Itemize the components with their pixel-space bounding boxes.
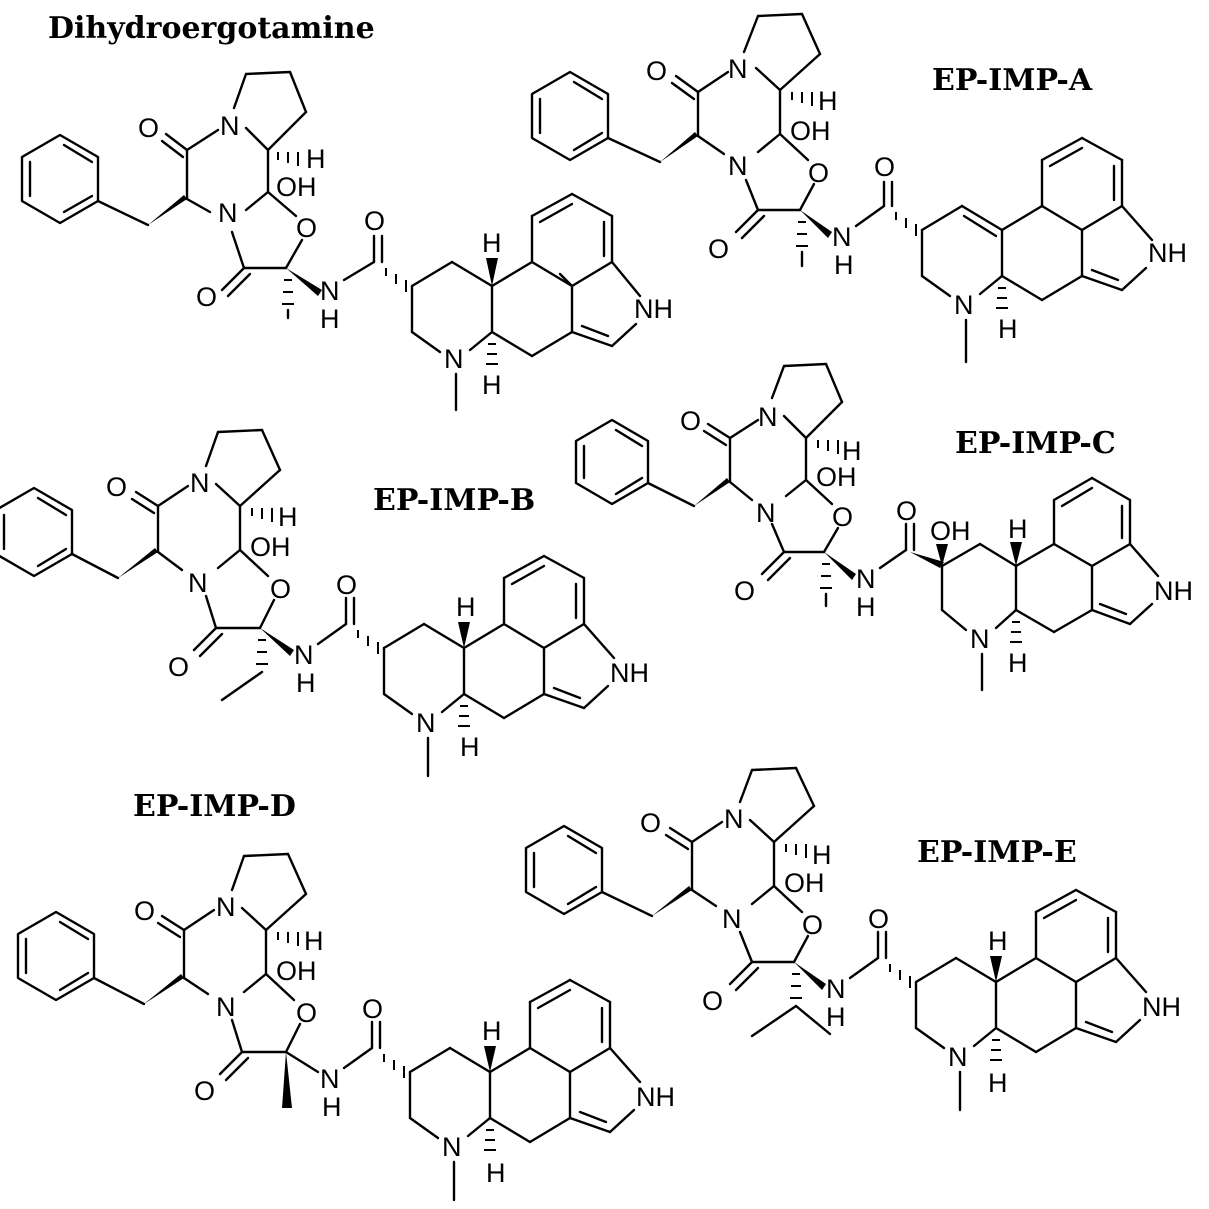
atom-n-b-3: N <box>294 640 314 670</box>
atom-o-a-1: O <box>646 56 667 86</box>
atom-h-e-2: H <box>826 1002 846 1032</box>
atom-h-a-2: H <box>834 250 854 280</box>
atom-n-d-1: N <box>216 892 236 922</box>
structure-dihydroergotamine: O N N H OH O O N H O <box>20 70 673 412</box>
atom-h-e-1: H <box>812 840 832 870</box>
atom-nh-b-1: NH <box>610 658 649 688</box>
atom-o-b-2: O <box>270 574 291 604</box>
atom-n-dhe-4: N <box>444 344 464 374</box>
atom-oh-c-2: OH <box>930 516 971 546</box>
atom-n-e-1: N <box>724 804 744 834</box>
atom-h-dhe-2: H <box>320 304 340 334</box>
atom-n-a-4: N <box>954 290 974 320</box>
atom-o-a-4: O <box>874 152 895 182</box>
atom-oh-b-1: OH <box>250 532 291 562</box>
structure-ep-imp-e: O N N H OH O O N H O <box>524 766 1181 1112</box>
atom-o-a-2: O <box>808 158 829 188</box>
atom-n-dhe-1: N <box>220 111 240 141</box>
label-ep-imp-c: EP-IMP-C <box>955 426 1116 461</box>
atom-h-dhe-4: H <box>482 370 502 400</box>
atom-n-e-3: N <box>826 974 846 1004</box>
atom-o-dhe-1: O <box>138 113 159 143</box>
atom-nh-d-1: NH <box>636 1082 675 1112</box>
atom-h-d-1: H <box>304 926 324 956</box>
atom-n-d-4: N <box>442 1132 462 1162</box>
atom-o-c-4: O <box>896 496 917 526</box>
atom-o-e-3: O <box>702 986 723 1016</box>
atom-n-d-2: N <box>216 992 236 1022</box>
atom-o-e-2: O <box>802 910 823 940</box>
atom-n-c-1: N <box>758 402 778 432</box>
atom-n-c-2: N <box>756 498 776 528</box>
atom-h-b-3: H <box>456 592 476 622</box>
atom-h-c-4: H <box>1008 648 1028 678</box>
atom-nh-e-1: NH <box>1142 992 1181 1022</box>
atom-n-e-4: N <box>948 1042 968 1072</box>
atom-o-d-4: O <box>362 994 383 1024</box>
structure-ep-imp-b: O N N H OH O O N H O <box>0 428 649 778</box>
atom-n-b-1: N <box>190 468 210 498</box>
atom-nh-c-1: NH <box>1154 576 1193 606</box>
structure-ep-imp-a: O N N H OH O O N H O <box>530 12 1187 364</box>
atom-o-e-1: O <box>640 808 661 838</box>
atom-o-dhe-4: O <box>364 206 385 236</box>
atom-h-a-1: H <box>818 86 838 116</box>
label-dihydroergotamine: Dihydroergotamine <box>48 11 375 46</box>
atom-o-c-3: O <box>734 576 755 606</box>
atom-h-a-3: H <box>998 314 1018 344</box>
atom-h-b-4: H <box>460 732 480 762</box>
atom-oh-dhe-1: OH <box>276 172 317 202</box>
atom-n-a-1: N <box>728 54 748 84</box>
atom-o-d-1: O <box>134 896 155 926</box>
atom-n-d-3: N <box>320 1064 340 1094</box>
atom-o-a-3: O <box>708 234 729 264</box>
atom-oh-e-1: OH <box>784 868 825 898</box>
atom-nh-a-1: NH <box>1148 238 1187 268</box>
label-ep-imp-d: EP-IMP-D <box>133 789 296 824</box>
atom-n-b-4: N <box>416 708 436 738</box>
atom-h-c-3: H <box>1008 514 1028 544</box>
atom-o-d-2: O <box>296 998 317 1028</box>
atom-o-dhe-3: O <box>196 282 217 312</box>
atom-oh-d-1: OH <box>276 956 317 986</box>
atom-h-d-3: H <box>482 1016 502 1046</box>
atom-n-c-3: N <box>856 564 876 594</box>
atom-oh-c-1: OH <box>816 462 857 492</box>
atom-h-b-2: H <box>296 668 316 698</box>
atom-oh-a-1: OH <box>790 116 831 146</box>
atom-o-dhe-2: O <box>296 213 317 243</box>
atom-n-c-4: N <box>970 624 990 654</box>
label-ep-imp-e: EP-IMP-E <box>917 835 1077 870</box>
structure-ep-imp-c: O N N H OH O O N H O OH <box>574 362 1193 692</box>
atom-n-a-2: N <box>728 151 748 181</box>
atom-n-b-2: N <box>188 568 208 598</box>
label-ep-imp-a: EP-IMP-A <box>932 63 1093 98</box>
label-ep-imp-b: EP-IMP-B <box>373 483 535 518</box>
atom-h-dhe-1: H <box>306 144 326 174</box>
atom-h-e-3: H <box>988 926 1008 956</box>
atom-o-d-3: O <box>194 1076 215 1106</box>
atom-h-e-4: H <box>988 1068 1008 1098</box>
atom-n-a-3: N <box>832 222 852 252</box>
atom-h-c-1: H <box>842 436 862 466</box>
atom-h-d-2: H <box>322 1092 342 1122</box>
atom-o-c-1: O <box>680 406 701 436</box>
atom-o-b-3: O <box>168 652 189 682</box>
atom-n-dhe-3: N <box>320 276 340 306</box>
atom-o-c-2: O <box>832 502 853 532</box>
atom-nh-dhe-1: NH <box>634 294 673 324</box>
atom-o-b-4: O <box>336 570 357 600</box>
atom-h-c-2: H <box>856 592 876 622</box>
atom-h-d-4: H <box>486 1158 506 1188</box>
atom-o-e-4: O <box>868 904 889 934</box>
atom-o-b-1: O <box>106 472 127 502</box>
atom-h-dhe-3: H <box>482 228 502 258</box>
atom-h-b-1: H <box>278 502 298 532</box>
atom-n-e-2: N <box>722 904 742 934</box>
structure-ep-imp-d: O N N H OH O O N H O <box>16 852 675 1202</box>
atom-n-dhe-2: N <box>218 198 238 228</box>
